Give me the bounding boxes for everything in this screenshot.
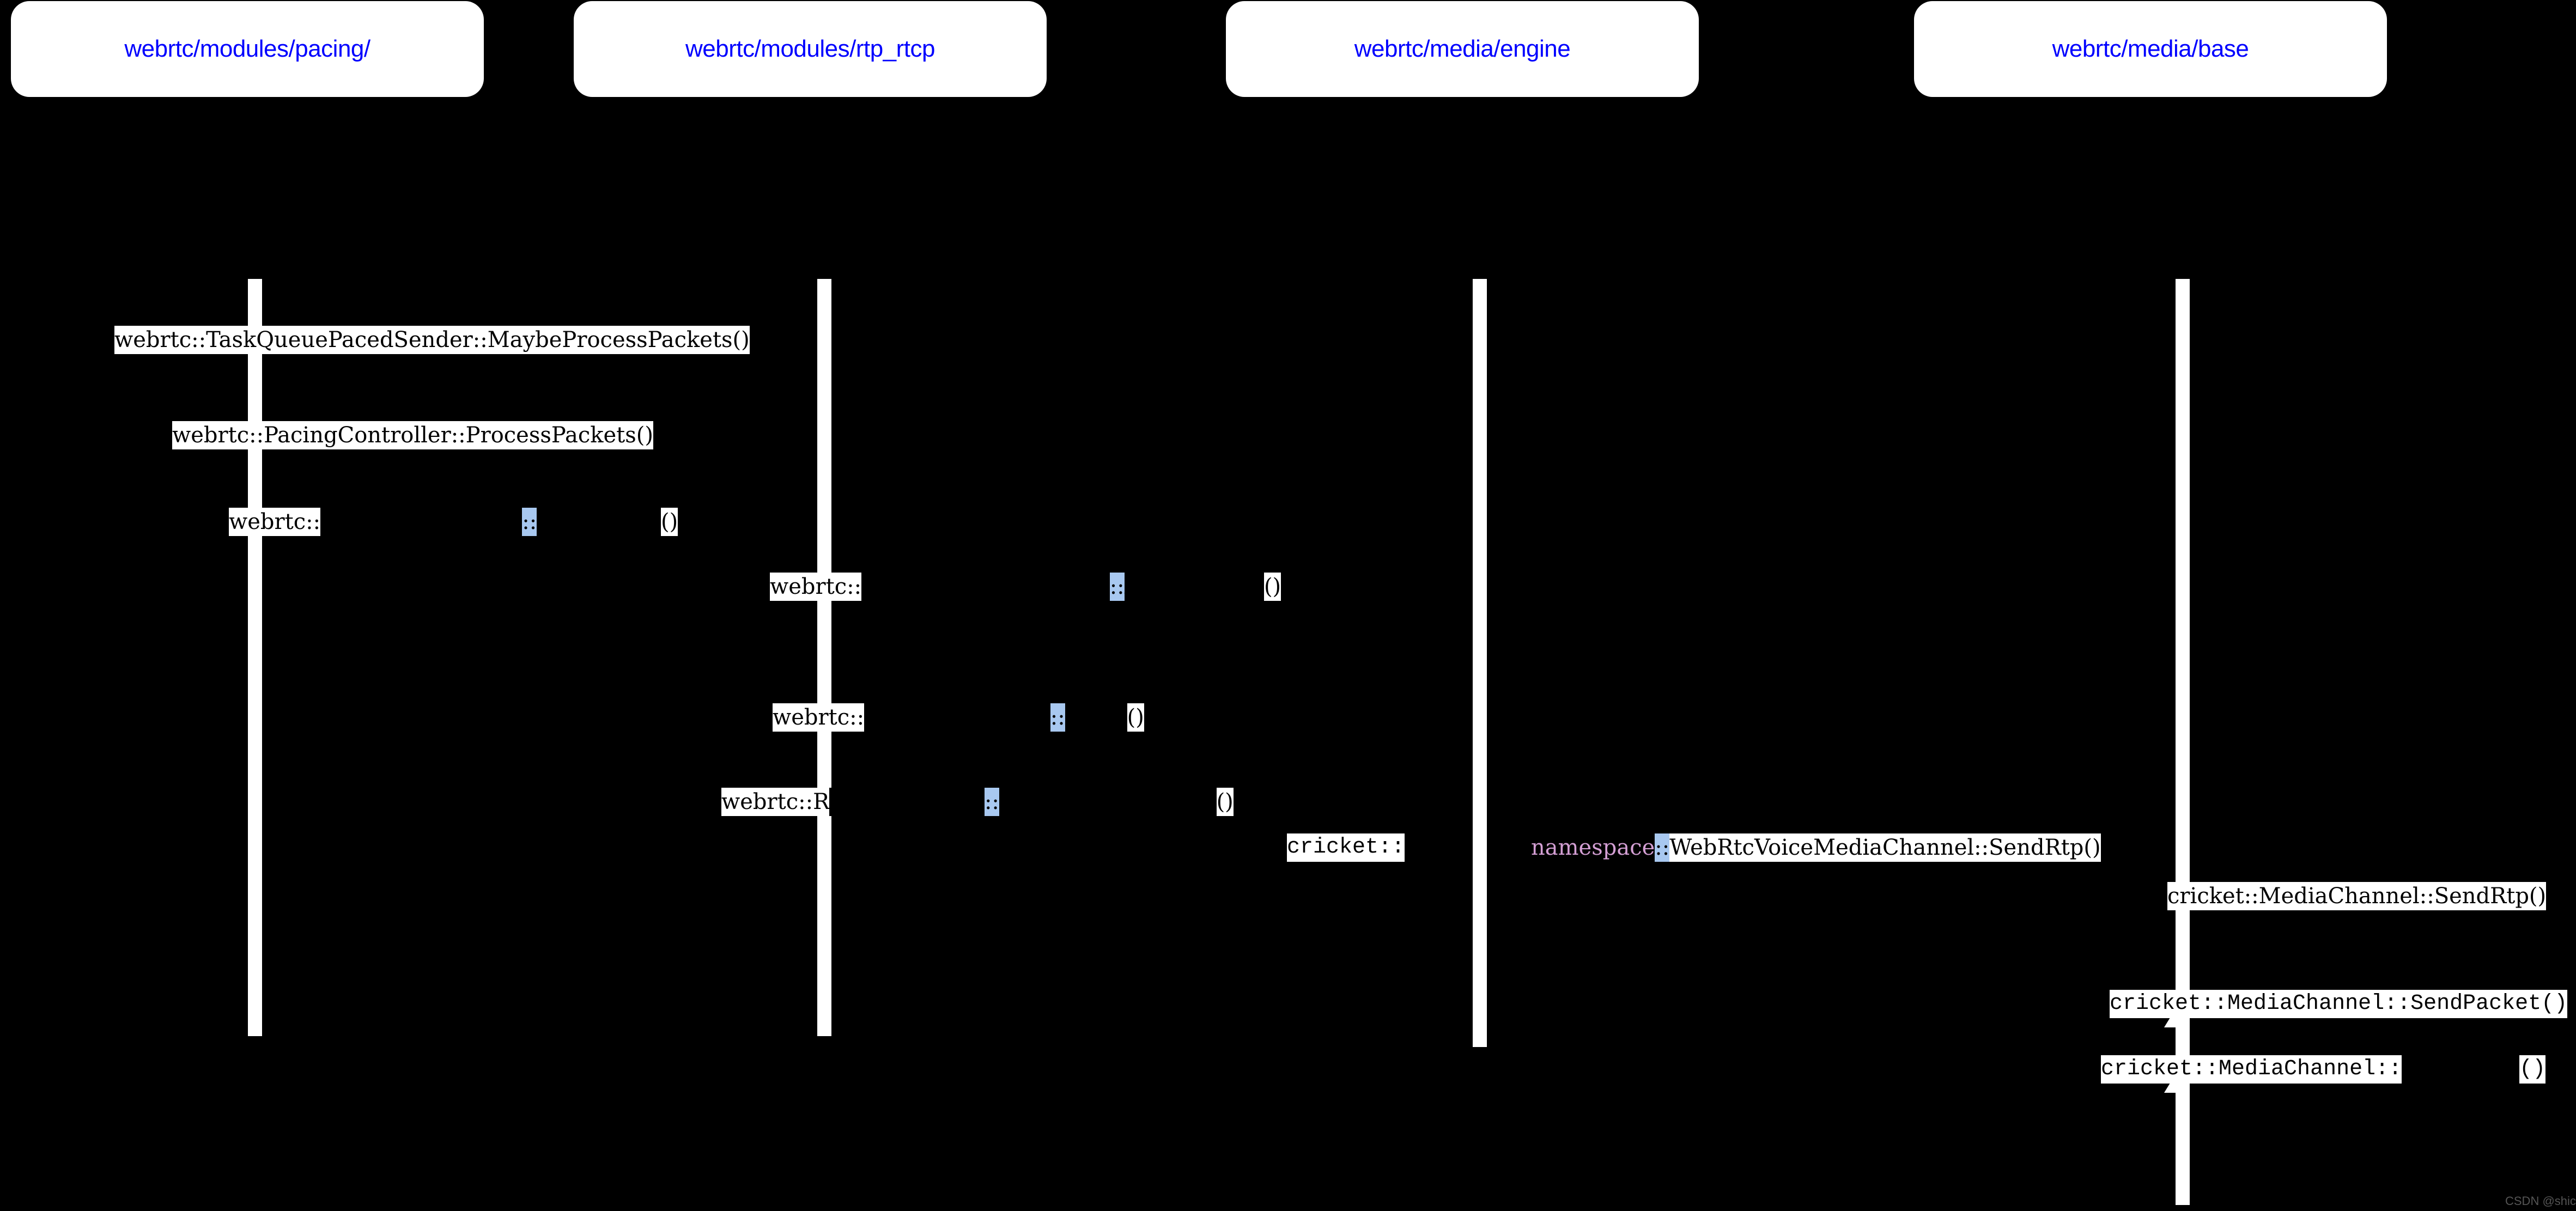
activation-bar-base (2176, 279, 2190, 1205)
watermark: CSDN @shichaog (2505, 1194, 2576, 1208)
message-segment-selected: :: (522, 508, 537, 536)
message-segment-visible: cricket::MediaChannel::SendRtp() (2167, 882, 2547, 910)
message-label[interactable]: webrtc::PacingController::ProcessPackets… (172, 421, 653, 449)
message-segment-selected: :: (1655, 833, 1670, 862)
participant-box-base[interactable]: webrtc/media/base (1914, 1, 2387, 97)
message-label[interactable]: cricket::MediaChannel::SendPacket() (2110, 990, 2568, 1018)
message-segment-redacted: XXXXXXXXXXXXX (320, 508, 523, 536)
message-segment-redacted: XXXXXXXXXXXXXXXX (861, 573, 1110, 601)
message-segment-visible: webrtc::R (721, 788, 830, 816)
participant-label: webrtc/media/engine (1354, 35, 1571, 62)
participant-label: webrtc/modules/rtp_rtcp (685, 35, 935, 62)
message-segment-selected: :: (1109, 573, 1125, 601)
message-segment-selected: :: (984, 788, 999, 816)
participant-box-rtp_rtcp[interactable]: webrtc/modules/rtp_rtcp (574, 1, 1047, 97)
message-segment-visible: webrtc:: (229, 508, 321, 536)
message-segment-visible: webrtc:: (773, 703, 865, 732)
message-segment-visible: webrtc::PacingController::ProcessPackets… (172, 421, 653, 449)
participant-label: webrtc/modules/pacing/ (124, 35, 370, 62)
message-segment-visible: cricket::MediaChannel::SendPacket() (2110, 990, 2568, 1018)
message-segment-visible: webrtc:: (770, 573, 862, 601)
message-segment-visible: webrtc::TaskQueuePacedSender::MaybeProce… (114, 326, 750, 354)
message-segment-visible: () (1216, 788, 1234, 816)
message-label[interactable]: webrtc::RXXXXXXXXXX::XXXXXXXXXXXXXX() (721, 788, 1234, 816)
participant-label: webrtc/media/base (2052, 35, 2249, 62)
message-segment-visible: cricket::MediaChannel:: (2101, 1055, 2402, 1084)
message-segment-visible: () (661, 508, 678, 536)
message-label[interactable]: cricket::MediaChannel::XXXXXXXXX() (2101, 1055, 2546, 1084)
message-segment-visible: cricket:: (1287, 833, 1405, 862)
activation-bar-pacing (248, 279, 262, 1036)
message-segment-visible: () (1127, 703, 1144, 732)
message-segment-redacted: XXXXXXXXX (1124, 573, 1264, 601)
message-segment-selected: :: (1050, 703, 1065, 732)
message-segment-visible: () (1263, 573, 1281, 601)
message-arrow-head-icon (2164, 1079, 2182, 1093)
message-segment-visible: WebRtcVoiceMediaChannel::SendRtp() (1669, 833, 2101, 862)
message-label[interactable]: webrtc::XXXXXXXXXXXXXXXX::XXXXXXXXX() (770, 573, 1281, 601)
message-arrow-head-icon (2164, 1013, 2182, 1027)
message-segment-redacted: XXXXXXXXX (2402, 1055, 2520, 1084)
activation-bar-rtp_rtcp (817, 279, 831, 1036)
message-label[interactable]: webrtc::XXXXXXXXXXXXX::XXXXXXXX() (229, 508, 678, 536)
message-segment-redacted: XXXXXXXXXXXXXX (999, 788, 1217, 816)
message-segment-visible: () (2519, 1055, 2546, 1084)
message-segment-redacted: XXXX (1065, 703, 1127, 732)
message-label[interactable]: webrtc::TaskQueuePacedSender::MaybeProce… (114, 326, 750, 354)
message-segment-redacted: XXXXXXXXXX (829, 788, 985, 816)
message-segment-redacted: XXXXXXXXXXXX (864, 703, 1050, 732)
message-segment-redacted: XXXXXXXX (537, 508, 661, 536)
participant-box-pacing[interactable]: webrtc/modules/pacing/ (11, 1, 484, 97)
message-label[interactable]: namespace ::WebRtcVoiceMediaChannel::Sen… (1531, 833, 2101, 862)
message-label[interactable]: webrtc::XXXXXXXXXXXX::XXXX() (773, 703, 1144, 732)
message-label[interactable]: cricket::MediaChannel::SendRtp() (2167, 882, 2547, 910)
message-label[interactable]: cricket:: (1287, 833, 1405, 862)
participant-box-engine[interactable]: webrtc/media/engine (1226, 1, 1699, 97)
message-segment-keyword: namespace (1531, 833, 1655, 862)
activation-bar-engine (1473, 279, 1487, 1047)
